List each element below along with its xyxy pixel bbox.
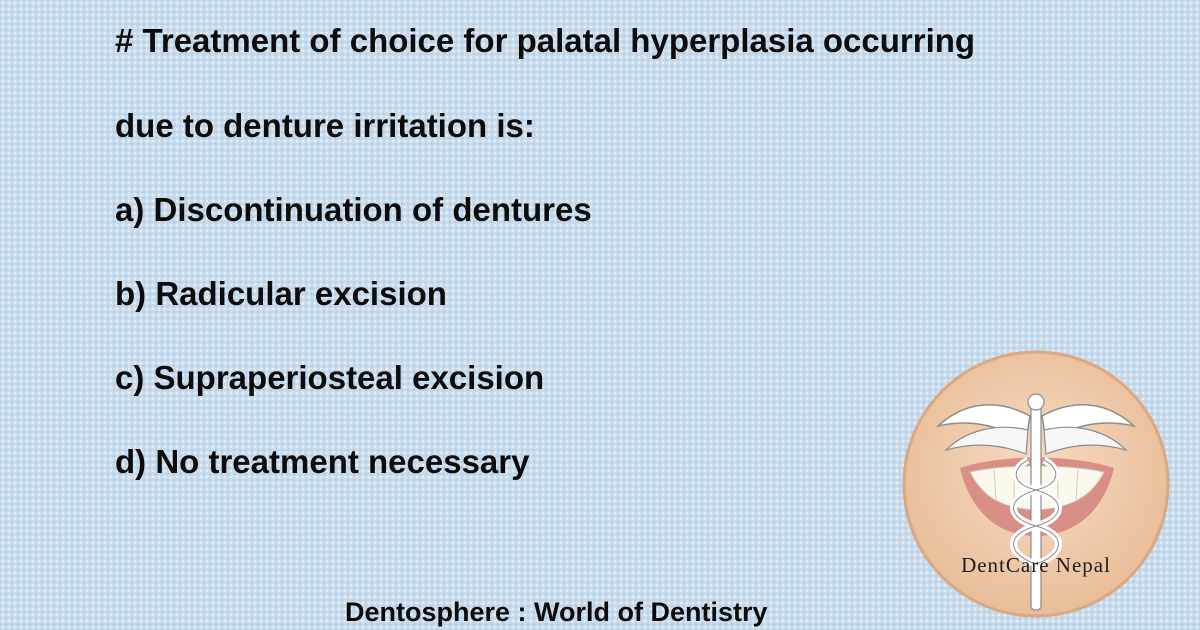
question-line-2: due to denture irritation is: — [115, 107, 535, 144]
option-c: c) Supraperiosteal excision — [115, 359, 545, 396]
option-b: b) Radicular excision — [115, 275, 447, 312]
option-d: d) No treatment necessary — [115, 443, 530, 480]
caduceus-smile-icon — [902, 350, 1170, 618]
question-line-1: # Treatment of choice for palatal hyperp… — [115, 22, 976, 59]
logo-text: DentCare Nepal — [961, 553, 1111, 577]
footer-site-title: Dentosphere : World of Dentistry — [345, 597, 768, 627]
dentcare-nepal-logo: DentCare Nepal — [902, 350, 1170, 618]
option-a: a) Discontinuation of dentures — [115, 191, 592, 228]
